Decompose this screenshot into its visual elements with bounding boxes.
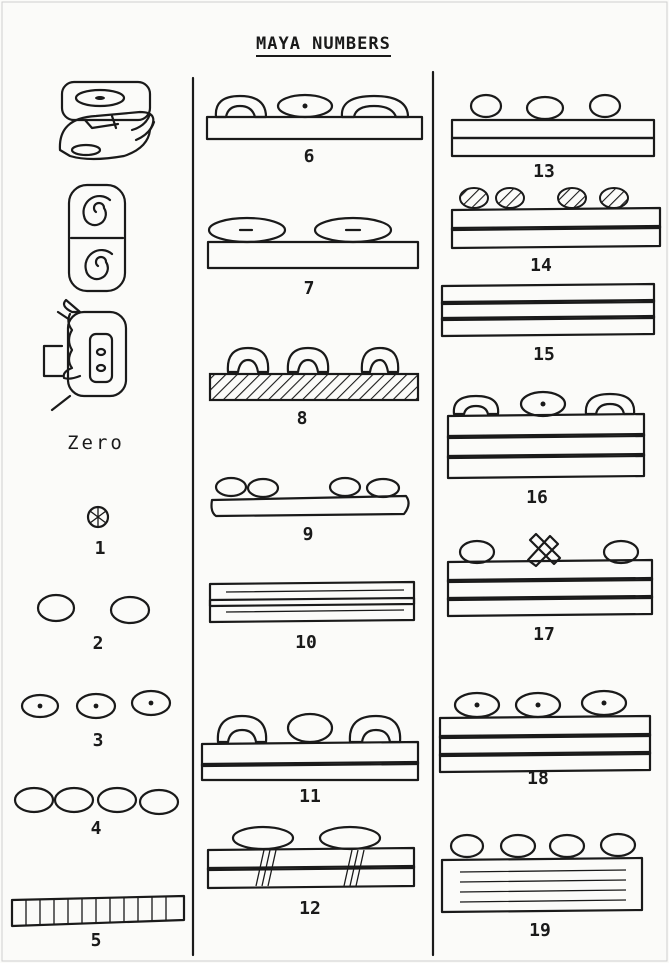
numeral-6-glyph	[207, 95, 422, 139]
label-13: 13	[533, 161, 555, 182]
label-7: 7	[304, 278, 315, 299]
numeral-13-glyph	[452, 95, 654, 156]
label-17: 17	[533, 624, 555, 645]
label-19: 19	[529, 920, 551, 941]
numeral-16-glyph	[448, 392, 644, 478]
label-3: 3	[93, 730, 104, 751]
numeral-10-glyph	[210, 582, 414, 622]
numeral-12-glyph	[208, 827, 414, 888]
label-2: 2	[93, 633, 104, 654]
label-16: 16	[526, 487, 548, 508]
numeral-4-glyph	[15, 788, 178, 814]
numeral-9-glyph	[212, 478, 409, 516]
numeral-5-glyph	[12, 896, 184, 926]
numeral-2-glyph	[38, 595, 149, 623]
numeral-3-glyph	[22, 691, 170, 718]
zero-shell-glyph	[60, 82, 154, 159]
label-14: 14	[530, 255, 552, 276]
label-18: 18	[527, 768, 549, 789]
label-10: 10	[295, 632, 317, 653]
label-15: 15	[533, 344, 555, 365]
numeral-18-glyph	[440, 691, 650, 772]
numeral-11-glyph	[202, 714, 418, 780]
numeral-8-glyph	[210, 348, 418, 400]
label-zero: Zero	[67, 432, 125, 454]
numeral-1-glyph	[88, 507, 108, 527]
label-4: 4	[91, 818, 102, 839]
numeral-7-glyph	[208, 218, 418, 268]
zero-hand-glyph	[44, 300, 126, 410]
label-8: 8	[297, 408, 308, 429]
label-1: 1	[95, 538, 106, 559]
label-9: 9	[303, 524, 314, 545]
zero-spiral-glyph	[69, 185, 125, 291]
numeral-14-glyph	[452, 188, 660, 248]
label-12: 12	[299, 898, 321, 919]
label-6: 6	[304, 146, 315, 167]
label-11: 11	[299, 786, 321, 807]
label-5: 5	[91, 930, 102, 951]
numeral-15-glyph	[442, 284, 654, 336]
numeral-19-glyph	[442, 834, 642, 912]
numeral-17-glyph	[448, 534, 652, 616]
